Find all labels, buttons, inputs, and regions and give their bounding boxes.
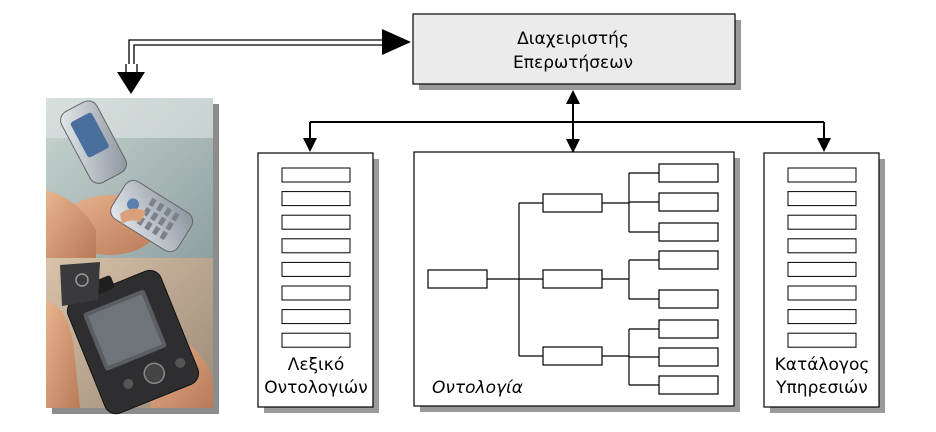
ontology-leaf-node xyxy=(658,192,719,212)
query-manager: Διαχειριστής Επερωτήσεων xyxy=(412,13,741,90)
catalog-entry-row xyxy=(787,238,857,254)
ontology-node xyxy=(542,193,603,213)
lexicon-entry-row xyxy=(281,261,351,277)
catalog-rows xyxy=(787,167,857,348)
lexicon-entry-row xyxy=(281,167,351,183)
flip-phone-photo xyxy=(46,98,213,258)
ontology-nodes xyxy=(427,163,719,395)
query-manager-title-line2: Επερωτήσεων xyxy=(513,53,633,73)
arrowhead-down-icon xyxy=(566,139,580,153)
ontology-node xyxy=(542,269,603,289)
lexicon-title-line2: Οντολογιών xyxy=(264,378,368,398)
arrowhead-down-icon xyxy=(117,72,145,94)
arrowhead-down-icon xyxy=(303,138,317,152)
pda-device-photo xyxy=(46,258,213,415)
ontology-leaf-node xyxy=(658,319,719,339)
catalog-title-line1: Κατάλογος xyxy=(775,355,870,375)
query-manager-title-line1: Διαχειριστής xyxy=(517,29,629,49)
device-photos xyxy=(46,98,219,415)
ontology-root-node xyxy=(427,269,488,289)
lexicon-panel: Λεξικό Οντολογιών xyxy=(257,152,379,413)
catalog-entry-row xyxy=(787,332,857,348)
lexicon-entry-row xyxy=(281,191,351,207)
ontology-node xyxy=(542,346,603,366)
catalog-entry-row xyxy=(787,261,857,277)
catalog-panel: Κατάλογος Υπηρεσιών xyxy=(763,152,885,413)
device-manager-connector xyxy=(117,29,411,94)
ontology-title: Οντολογία xyxy=(432,378,523,398)
ontology-leaf-node xyxy=(658,375,719,395)
catalog-entry-row xyxy=(787,167,857,183)
ontology-leaf-node xyxy=(658,347,719,367)
lexicon-rows xyxy=(281,167,351,348)
catalog-entry-row xyxy=(787,285,857,301)
lexicon-entry-row xyxy=(281,332,351,348)
arrowhead-right-icon xyxy=(382,29,411,55)
lexicon-entry-row xyxy=(281,309,351,325)
arrowhead-down-icon xyxy=(817,138,831,152)
arrowhead-up-icon xyxy=(566,90,580,104)
lexicon-entry-row xyxy=(281,214,351,230)
ontology-tree xyxy=(487,172,659,386)
ontology-leaf-node xyxy=(658,222,719,242)
catalog-entry-row xyxy=(787,309,857,325)
query-manager-box xyxy=(412,13,736,85)
ontology-leaf-node xyxy=(658,250,719,270)
lexicon-title-line1: Λεξικό xyxy=(288,355,344,375)
catalog-entry-row xyxy=(787,191,857,207)
ontology-panel: Οντολογία xyxy=(413,151,740,412)
lexicon-entry-row xyxy=(281,238,351,254)
catalog-entry-row xyxy=(787,214,857,230)
catalog-title-line2: Υπηρεσιών xyxy=(775,378,868,398)
ontology-leaf-node xyxy=(658,163,719,183)
manager-panels-connector xyxy=(303,90,831,153)
lexicon-entry-row xyxy=(281,285,351,301)
ontology-leaf-node xyxy=(658,289,719,309)
